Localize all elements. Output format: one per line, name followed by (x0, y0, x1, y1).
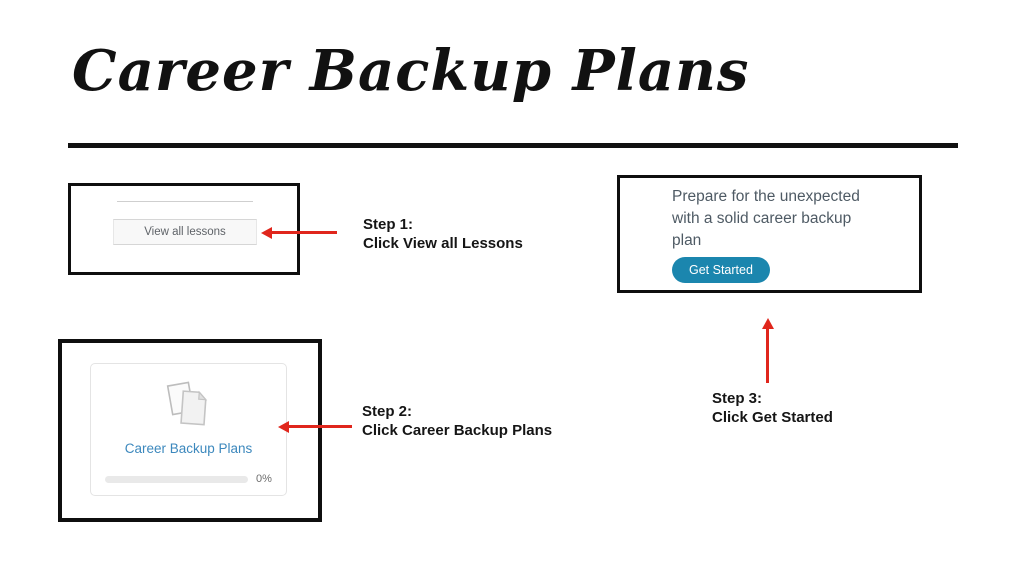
promo-text-line: plan (672, 232, 702, 249)
step-2-annotation: Step 2: Click Career Backup Plans (362, 402, 552, 440)
step-1-annotation: Step 1: Click View all Lessons (363, 215, 523, 253)
progress-percent: 0% (256, 473, 272, 485)
step-1-instruction: Click View all Lessons (363, 235, 523, 252)
promo-text-line: Prepare for the unexpected (672, 188, 860, 205)
promo-text-line: with a solid career backup (672, 210, 852, 227)
step-3-annotation: Step 3: Click Get Started (712, 389, 833, 427)
progress-row: 0% (105, 473, 276, 485)
list-divider (117, 201, 253, 202)
red-arrow-left-icon (261, 226, 337, 239)
course-card[interactable]: Career Backup Plans 0% (90, 363, 287, 496)
step-3-instruction: Click Get Started (712, 409, 833, 426)
promo-text: Prepare for the unexpected with a solid … (672, 186, 860, 252)
red-arrow-left-icon (278, 420, 352, 433)
get-started-button[interactable]: Get Started (672, 257, 770, 283)
step-2-instruction: Click Career Backup Plans (362, 422, 553, 439)
screenshot-promo-banner: Prepare for the unexpected with a solid … (617, 175, 922, 293)
step-3-label: Step 3: (712, 390, 763, 407)
step-2-label: Step 2: (362, 403, 413, 420)
progress-bar (105, 475, 248, 483)
course-title-link[interactable]: Career Backup Plans (124, 441, 253, 456)
title-divider (68, 143, 958, 148)
view-all-lessons-button[interactable]: View all lessons (113, 219, 257, 245)
documents-icon (91, 378, 286, 432)
page-title: Career Backup Plans (72, 38, 750, 104)
step-1-label: Step 1: (363, 216, 414, 233)
red-arrow-up-icon (761, 318, 774, 383)
